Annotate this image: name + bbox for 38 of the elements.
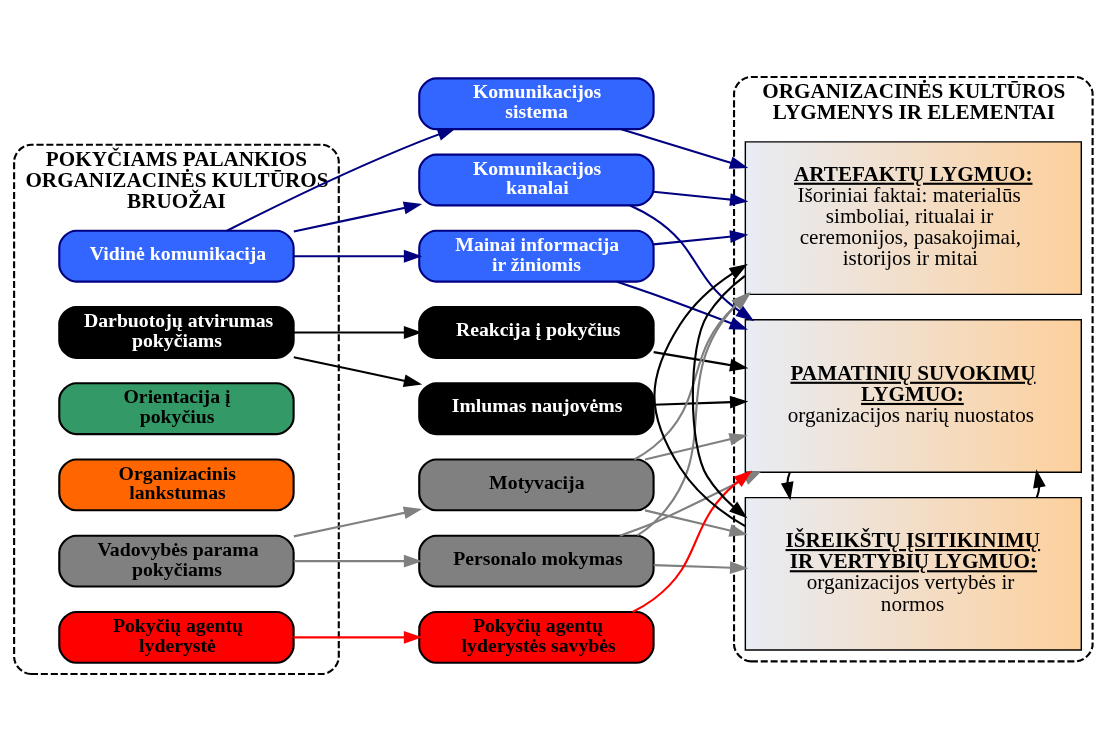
arrow (780, 472, 794, 501)
arrow (632, 470, 753, 613)
node-box: PAMATINIŲ SUVOKIMŲ LYGMUO: organizacijos narių nuostatos (744, 319, 1082, 473)
node-box: Pokyčių agentų lyderystė (58, 610, 295, 664)
arrow (653, 351, 749, 372)
arrow (653, 264, 748, 528)
arrow (621, 128, 749, 169)
node-box: Orientacija į pokyčius (58, 382, 295, 436)
node-box: Imlumas naujovėms (418, 382, 655, 436)
arrow (691, 274, 748, 519)
node-box: Reakcija į pokyčius (418, 306, 655, 359)
arrow (636, 292, 749, 537)
arrow (653, 561, 749, 575)
node-box: Motyvacija (418, 458, 655, 512)
arrow (616, 280, 748, 330)
node-box: Komunikacijos sistema (418, 77, 655, 131)
node-box: IŠREIKŠTŲ ĮSITIKINIMŲ IR VERTYBIŲ LYGMUO: organizacijos vertybės ir normos (744, 496, 1082, 651)
arrow (293, 554, 423, 568)
node-box: ARTEFAKTŲ LYGMUO: Išoriniai faktai: materialūs simboliai, ritualai ir ceremonijos, pasakojimai, istorijos ir mitai (744, 141, 1082, 296)
node-box: Organizacinis lankstumas (58, 458, 295, 512)
arrow (293, 201, 423, 233)
arrow (653, 230, 749, 246)
node-box: Personalo mokymas (418, 534, 655, 588)
node-box: Mainai informacija ir žiniomis (418, 229, 655, 283)
arrow (293, 506, 423, 538)
arrow (293, 630, 423, 644)
arrow (644, 432, 748, 461)
arrow (653, 395, 749, 409)
node-box: Vidinė komunikacija (58, 229, 295, 283)
node-box: Vadovybės parama pokyčiams (58, 534, 295, 588)
node-box: Pokyčių agentų lyderystės savybės (418, 610, 655, 664)
node-box: Komunikacijos kanalai (418, 153, 655, 207)
arrow (293, 249, 423, 263)
arrow (293, 356, 423, 388)
arrow (653, 190, 749, 206)
arrow (226, 128, 456, 232)
node-box: Darbuotojų atvirumas pokyčiams (58, 306, 295, 359)
arrow (644, 509, 748, 537)
